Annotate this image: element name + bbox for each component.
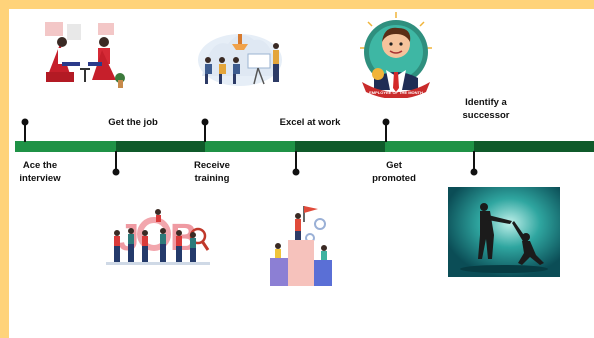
milestone-dot xyxy=(470,168,478,176)
milestone-dot xyxy=(21,118,29,126)
interview-illustration xyxy=(45,22,125,88)
successor-illustration xyxy=(448,187,560,277)
employee-of-month-illustration: EMPLOYEE OF THE MONTH xyxy=(360,12,432,98)
milestone-label-receive-training: Receive training xyxy=(194,160,230,184)
milestone-stem xyxy=(204,122,206,142)
job-team-illustration: J B xyxy=(106,209,210,265)
timeline-segment xyxy=(385,141,474,152)
milestone-stem xyxy=(385,122,387,142)
milestone-dot xyxy=(112,168,120,176)
milestone-label-excel-at-work: Excel at work xyxy=(279,117,341,128)
milestone-label-get-job: Get the job xyxy=(108,117,158,128)
milestone-label-identify-successor: Identify a successor xyxy=(462,97,510,121)
milestone-dot xyxy=(201,118,209,126)
milestone-label-ace-interview: Ace the interview xyxy=(19,160,61,184)
timeline-bar xyxy=(15,141,594,152)
timeline-segment xyxy=(116,141,205,152)
timeline-segment xyxy=(205,141,295,152)
milestone-label-get-promoted: Get promoted xyxy=(372,160,416,184)
milestone-stem xyxy=(295,151,297,172)
milestone-stem xyxy=(473,151,475,172)
timeline-segment xyxy=(295,141,385,152)
timeline-segment xyxy=(15,141,116,152)
milestone-stem xyxy=(24,122,26,142)
timeline-segment xyxy=(474,141,594,152)
milestone-dot xyxy=(382,118,390,126)
excel-podium-illustration xyxy=(270,206,332,286)
employee-of-month-badge: EMPLOYEE OF THE MONTH xyxy=(369,90,423,95)
milestone-dot xyxy=(292,168,300,176)
training-illustration xyxy=(198,34,282,86)
milestone-stem xyxy=(115,151,117,172)
